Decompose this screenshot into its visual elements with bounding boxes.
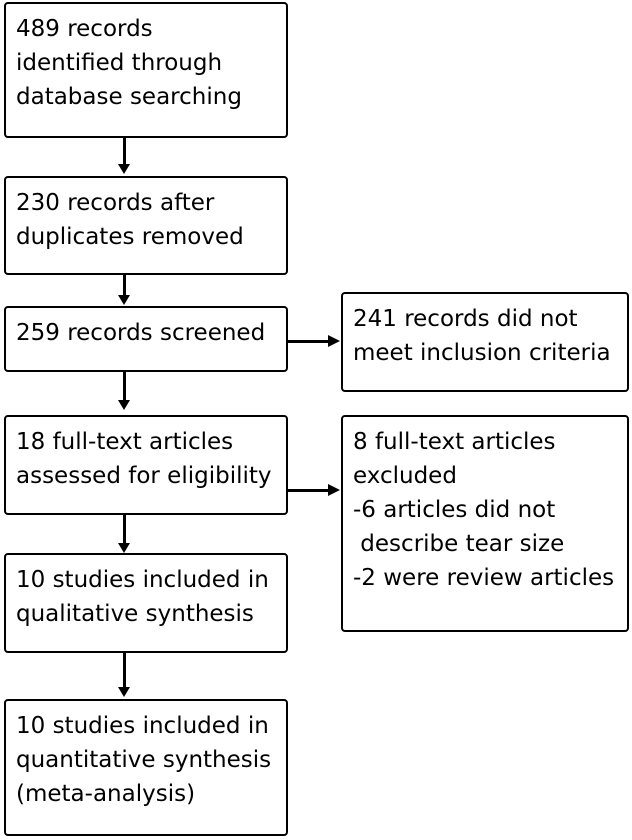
down-arrow-icon [118,164,130,174]
eligibility-box: 18 full-text articles assessed for eligi… [4,415,288,515]
box-text-line: excluded [353,463,457,489]
box-text-line: qualitative synthesis [16,601,254,627]
box-text-line: 10 studies included in [16,567,269,593]
identification-box: 489 records identified through database … [4,2,288,138]
down-arrow-icon [118,400,130,410]
box-text-line: describe tear size [353,531,565,557]
connector-line [123,372,126,402]
box-text-line: identified through [16,50,223,76]
connector-line [288,489,330,492]
box-text-line: database searching [16,84,242,110]
quantitative-box: 10 studies included in quantitative synt… [4,699,288,836]
deduplicated-box: 230 records after duplicates removed [4,176,288,275]
box-text-line: 230 records after [16,190,215,216]
box-text-line: 10 studies included in [16,713,269,739]
down-arrow-icon [118,295,130,305]
box-text-line: -6 articles did not [353,497,556,523]
box-text-line: 8 full-text articles [353,429,556,455]
box-text-line: 18 full-text articles [16,429,234,455]
qualitative-box: 10 studies included in qualitative synth… [4,553,288,653]
down-arrow-icon [118,543,130,553]
box-text-line: assessed for eligibility [16,463,272,489]
box-text-line: duplicates removed [16,224,244,250]
screened-box: 259 records screened [4,306,288,372]
box-text-line: -2 were review articles [353,565,615,591]
right-arrow-icon [328,335,340,347]
screen-excluded-box: 241 records did not meet inclusion crite… [341,292,629,392]
connector-line [123,653,126,689]
box-text-line: quantitative synthesis [16,747,272,773]
fulltext-excluded-box: 8 full-text articles excluded -6 article… [341,415,629,632]
connector-line [123,515,126,545]
connector-line [123,275,126,297]
connector-line [288,340,330,343]
box-text-line: 241 records did not [353,306,578,332]
down-arrow-icon [118,687,130,697]
connector-line [123,138,126,166]
box-text-line: 489 records [16,16,153,42]
box-text-line: meet inclusion criteria [353,340,611,366]
box-text-line: 259 records screened [16,320,266,346]
right-arrow-icon [328,484,340,496]
box-text-line: (meta-analysis) [16,781,196,807]
